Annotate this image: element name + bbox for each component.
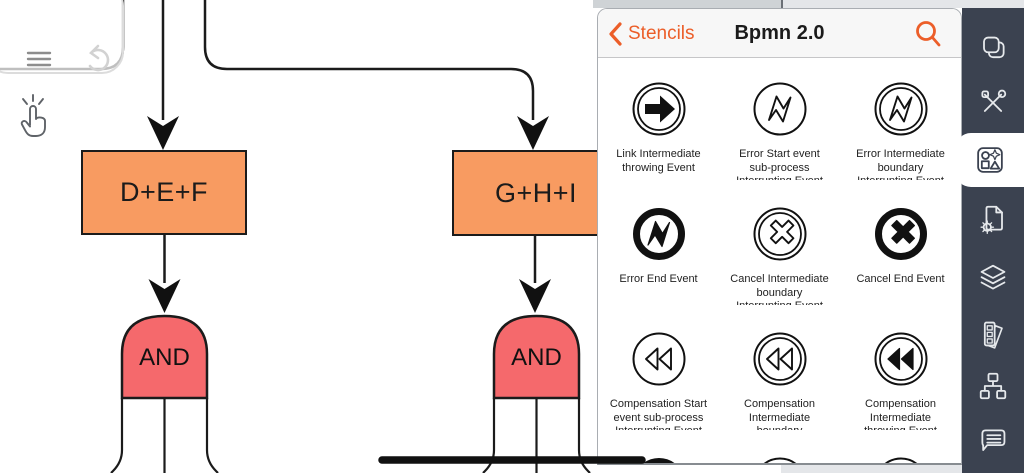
stencil-icon-bolt — [632, 208, 685, 260]
canvas-mini-toolbar — [0, 0, 124, 74]
backdrop-sheet-bottom — [781, 465, 970, 473]
duplicate-icon — [983, 36, 1005, 59]
stencil-label: Cancel End Event — [856, 273, 945, 285]
sidebar-item-document-settings[interactable] — [962, 196, 1024, 242]
stencil-item-5[interactable]: Cancel End Event — [840, 206, 961, 331]
back-label: Stencils — [628, 22, 695, 44]
stencil-item-2[interactable]: Error IntermediateboundaryInterrupting E… — [840, 81, 961, 206]
layers-icon — [980, 264, 1006, 290]
stencil-icon-x — [753, 207, 806, 261]
sidebar-item-tools[interactable] — [962, 79, 1024, 125]
stencil-item-3[interactable]: Error End Event — [598, 206, 719, 331]
undo-icon[interactable] — [86, 44, 116, 72]
stencil-item-10[interactable] — [719, 456, 840, 463]
sidebar-item-shapes[interactable] — [955, 133, 1024, 187]
sidebar-item-comments[interactable] — [962, 418, 1024, 464]
stencil-label: Error Start eventsub-processInterrupting… — [736, 148, 823, 180]
side-toolbar — [955, 8, 1024, 473]
stencil-icon-circle — [884, 457, 917, 463]
node-ghi-label: G+H+I — [494, 177, 578, 208]
stencil-icon-x — [874, 208, 927, 260]
stencil-item-7[interactable]: CompensationIntermediateboundary — [719, 331, 840, 456]
backdrop-divider — [781, 0, 783, 8]
comments-icon — [981, 429, 1006, 451]
and-gate-1[interactable] — [110, 314, 219, 473]
stencil-item-1[interactable]: Error Start eventsub-processInterrupting… — [719, 81, 840, 206]
node-def-label: D+E+F — [119, 177, 209, 207]
stencil-item-4[interactable]: Cancel IntermediateboundaryInterrupting … — [719, 206, 840, 331]
chevron-left-icon — [609, 21, 622, 46]
stencil-icon-bolt — [753, 82, 806, 136]
stencil-label: Cancel IntermediateboundaryInterrupting … — [730, 273, 829, 305]
stencil-icon-bolt — [874, 82, 927, 136]
and-gate-1-label: AND — [139, 344, 190, 371]
search-icon[interactable] — [913, 19, 943, 49]
node-def[interactable]: D+E+F — [81, 150, 247, 235]
sidebar-item-duplicate[interactable] — [962, 26, 1024, 72]
tap-gesture-icon — [20, 94, 46, 137]
panel-header: Stencils Bpmn 2.0 — [598, 9, 961, 58]
style-swatches-icon — [983, 321, 1003, 349]
menu-icon[interactable] — [26, 50, 52, 68]
sidebar-item-layers[interactable] — [962, 255, 1024, 301]
stencil-label: Error IntermediateboundaryInterrupting E… — [856, 148, 945, 180]
and-gate-2[interactable] — [482, 314, 591, 473]
stencil-icon-arrow — [632, 82, 685, 136]
arrowheads — [147, 116, 551, 313]
tools-icon — [981, 89, 1007, 112]
stencil-label: CompensationIntermediatethrowing Event — [864, 398, 937, 430]
stencil-icon-circle — [643, 458, 674, 463]
sidebar-item-style-swatches[interactable] — [962, 311, 1024, 357]
backdrop-sheet-top-right — [781, 0, 1024, 8]
stencil-icon-rewind — [632, 332, 685, 386]
back-button[interactable]: Stencils — [608, 9, 695, 58]
stencil-item-11[interactable] — [840, 456, 961, 463]
stencil-icon-circle — [763, 457, 796, 463]
stencil-icon-rewind — [874, 332, 927, 386]
backdrop-sheet-top-left — [593, 0, 782, 8]
sidebar-item-org-chart[interactable] — [962, 363, 1024, 409]
stencil-icon-rewind — [753, 332, 806, 386]
node-ghi[interactable]: G+H+I — [452, 150, 620, 236]
stencil-label: Error End Event — [619, 273, 698, 285]
and-gate-2-label: AND — [511, 344, 562, 371]
org-chart-icon — [979, 372, 1007, 400]
stencil-item-8[interactable]: CompensationIntermediatethrowing Event — [840, 331, 961, 456]
shapes-icon — [976, 147, 1003, 173]
stencil-label: CompensationIntermediateboundary — [744, 398, 815, 430]
document-settings-icon — [980, 205, 1003, 234]
stencil-item-9[interactable] — [598, 456, 719, 463]
